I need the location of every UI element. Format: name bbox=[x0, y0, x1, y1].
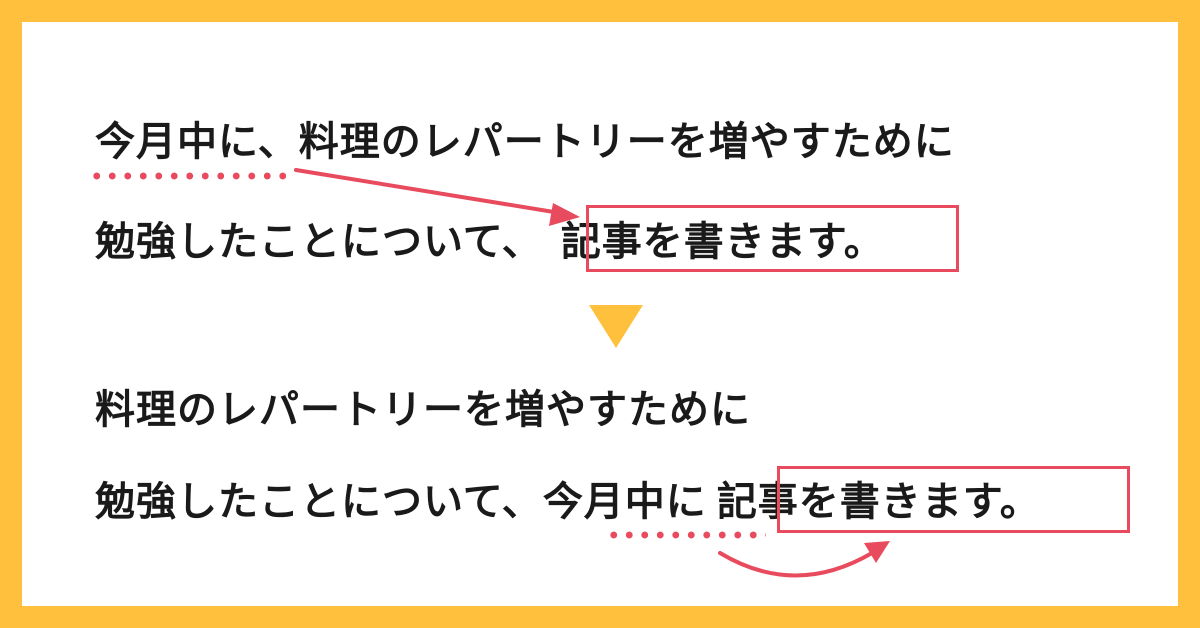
after-dotted-underline bbox=[606, 531, 766, 539]
after-line-2-prefix: 勉強したことについて、 bbox=[95, 479, 543, 525]
before-dotted-underline bbox=[89, 172, 294, 180]
before-line-2-prefix: 勉強したことについて、 bbox=[95, 219, 543, 265]
after-sentence-line-1: 料理のレパートリーを増やすために bbox=[95, 387, 751, 433]
after-sentence-line-2: 勉強したことについて、今月中に記事を書きます。 bbox=[95, 482, 1041, 522]
curved-arrow-icon bbox=[718, 541, 890, 578]
after-boxed-phrase: 記事を書きます。 bbox=[716, 479, 1041, 525]
before-sentence-line-2: 勉強したことについて、記事を書きます。 bbox=[95, 222, 885, 262]
after-moved-phrase: 今月中に bbox=[542, 479, 707, 525]
before-highlight-box bbox=[586, 205, 959, 272]
before-boxed-phrase: 記事を書きます。 bbox=[560, 219, 885, 265]
curved-arrow-icon bbox=[294, 168, 580, 226]
down-triangle-icon bbox=[589, 305, 643, 348]
before-sentence-line-1: 今月中に、料理のレパートリーを増やすために bbox=[95, 119, 955, 165]
after-highlight-box bbox=[777, 466, 1130, 533]
